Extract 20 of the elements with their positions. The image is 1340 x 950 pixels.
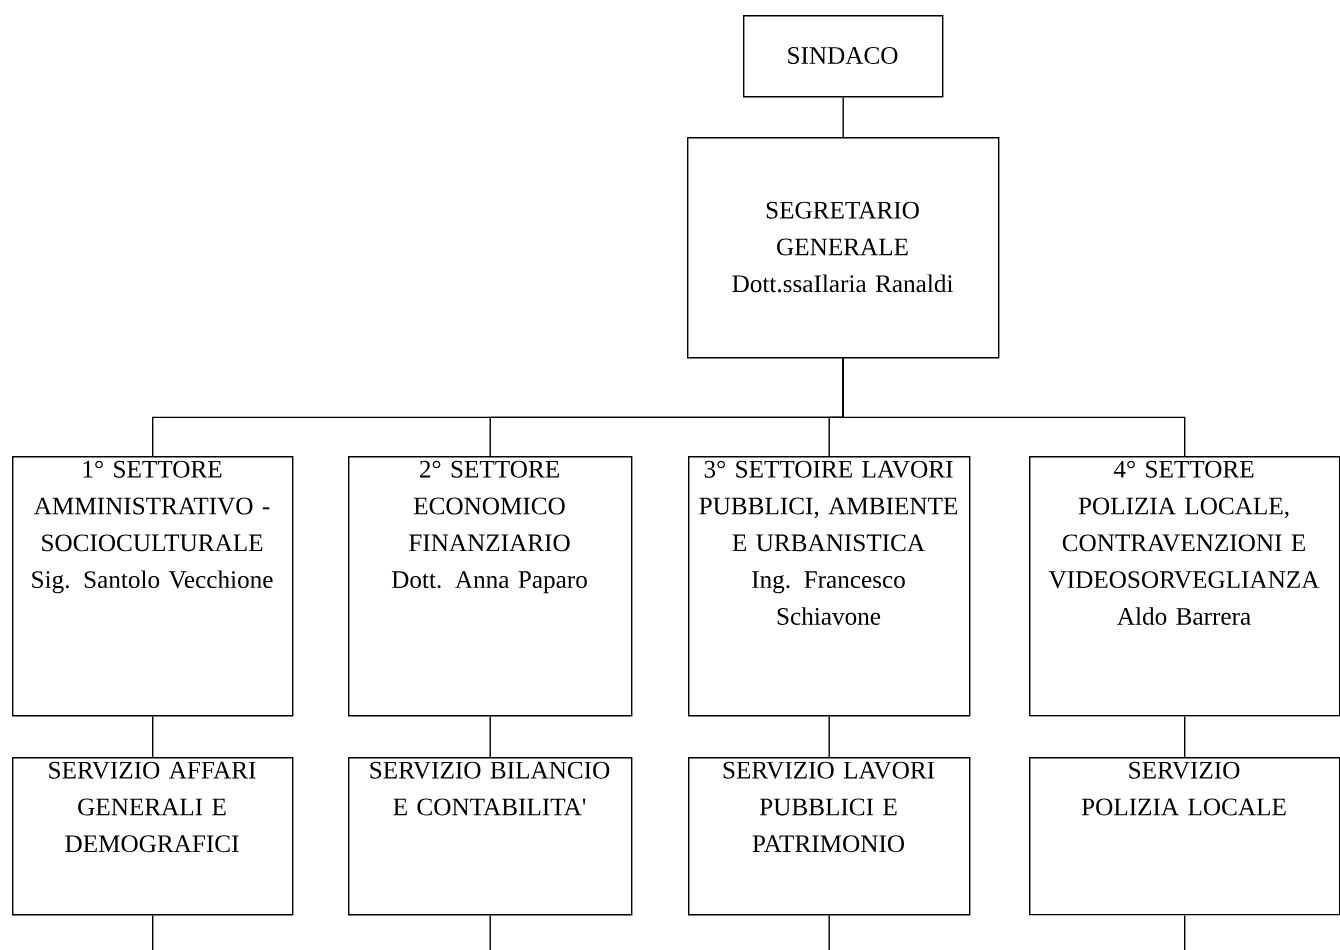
connector-line	[489, 914, 491, 950]
org-box: SINDACO	[743, 15, 944, 98]
org-box: SERVIZIO POLIZIA LOCALE	[1029, 757, 1340, 916]
org-box: 1° SETTORE AMMINISTRATIVO - SOCIOCULTURALE Sig. Santolo Vecchione	[12, 456, 294, 717]
connector-line	[828, 715, 830, 758]
org-box: 2° SETTORE ECONOMICO FINANZIARIO Dott. Anna Paparo	[348, 456, 633, 717]
connector-line	[152, 715, 154, 758]
connector-line	[842, 357, 1186, 457]
org-box: 4° SETTORE POLIZIA LOCALE, CONTRAVENZIONI E VIDEOSORVEGLIANZA Aldo Barrera	[1029, 456, 1340, 717]
connector-line	[1184, 914, 1186, 950]
org-box: SERVIZIO BILANCIO E CONTABILITA'	[348, 757, 633, 916]
connector-line	[842, 96, 844, 138]
org-box: SERVIZIO LAVORI PUBBLICI E PATRIMONIO	[688, 757, 971, 916]
connector-line	[828, 914, 830, 950]
org-box: SEGRETARIO GENERALE Dott.ssaIlaria Ranaldi	[687, 137, 1000, 359]
connector-line	[489, 715, 491, 758]
org-box: SERVIZIO AFFARI GENERALI E DEMOGRAFICI	[12, 757, 294, 916]
connector-line	[1184, 715, 1186, 758]
org-box: 3° SETTOIRE LAVORI PUBBLICI, AMBIENTE E URBANISTICA Ing. Francesco Schiavone	[688, 456, 971, 717]
connector-line	[152, 914, 154, 950]
